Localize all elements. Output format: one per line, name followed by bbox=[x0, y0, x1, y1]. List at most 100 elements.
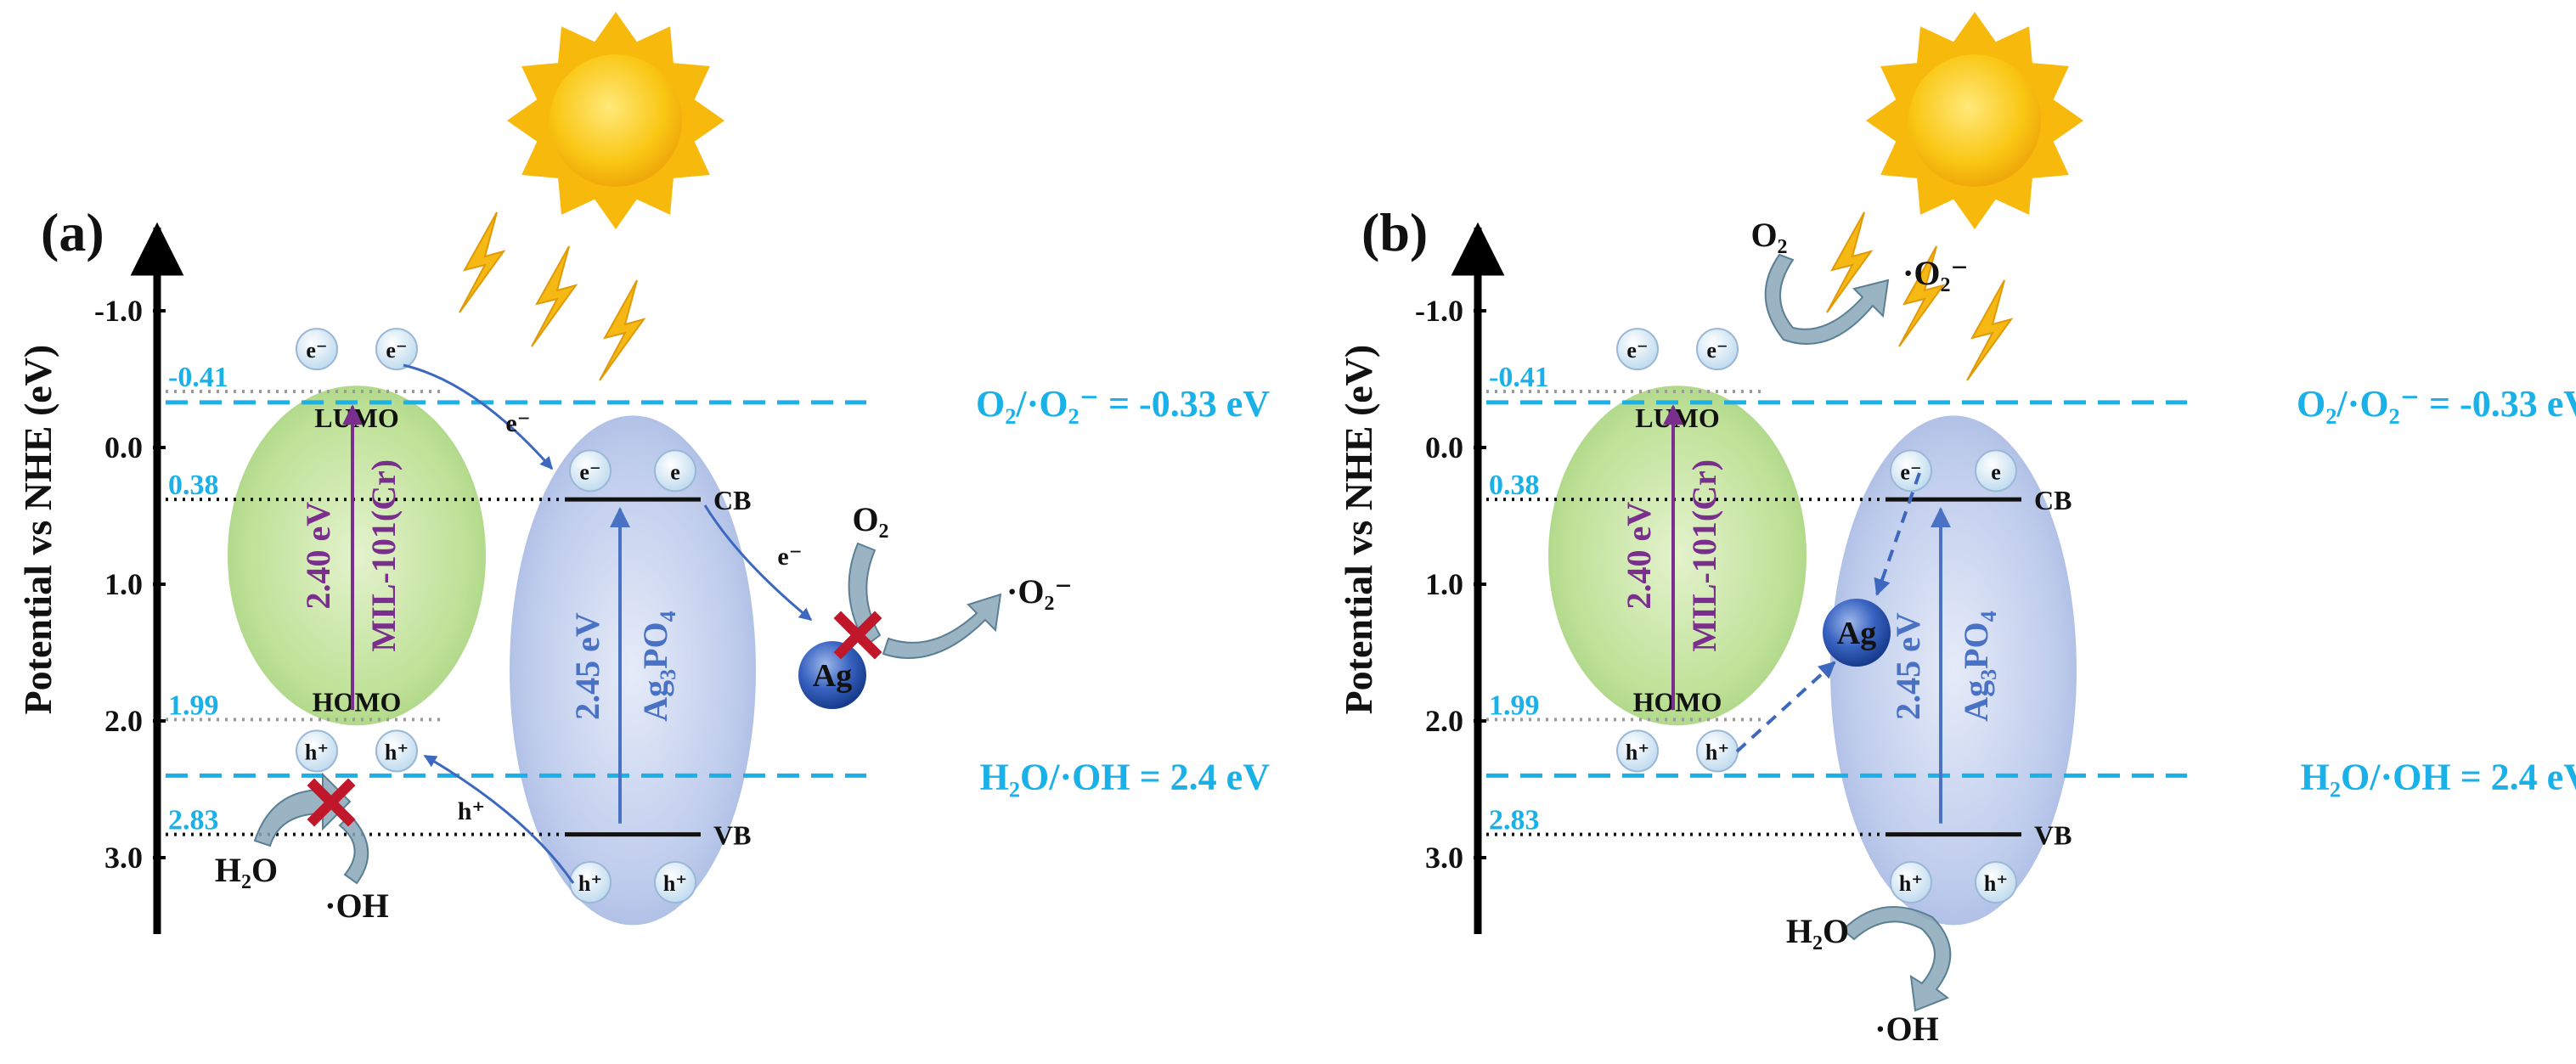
ag-gap-label: 2.45 eV bbox=[568, 612, 606, 720]
y-tick-label: 1.0 bbox=[1425, 567, 1463, 601]
lightning-icon bbox=[1966, 279, 2014, 381]
mil-name-label: MIL-101(Cr) bbox=[1685, 459, 1723, 652]
ag3po4-band-shape bbox=[510, 415, 756, 926]
sun-icon bbox=[1866, 12, 2083, 229]
mil-name-label: MIL-101(Cr) bbox=[364, 459, 403, 652]
lightning-icon bbox=[599, 279, 646, 381]
mil-electron-label: e⁻ bbox=[1626, 338, 1648, 363]
homo-label: HOMO bbox=[1633, 686, 1722, 717]
lightning-icon bbox=[1826, 211, 1874, 313]
ag-hole-label: h⁺ bbox=[1899, 871, 1923, 896]
mil-electron: e⁻ bbox=[375, 328, 418, 371]
mil101-band-shape bbox=[1548, 386, 1807, 726]
electron-transfer-label: e⁻ bbox=[505, 409, 530, 437]
ag-electron-label: e bbox=[1991, 459, 2001, 484]
mil-gap-label: 2.40 eV bbox=[1620, 502, 1658, 610]
mil-hole-label: h⁺ bbox=[305, 740, 329, 764]
lumo-label: LUMO bbox=[314, 403, 399, 433]
ag-hole: h⁺ bbox=[1890, 860, 1932, 904]
ag-hole: h⁺ bbox=[654, 860, 696, 904]
y-tick-label: 3.0 bbox=[1425, 841, 1463, 875]
mil-hole: h⁺ bbox=[296, 729, 338, 773]
value-vb: 2.83 bbox=[168, 805, 219, 836]
y-tick-label: -1.0 bbox=[1415, 294, 1463, 328]
hydroxyl-arrow bbox=[338, 813, 369, 885]
h2o-redox-label: H₂O/·OH = 2.4 eV bbox=[2301, 756, 2576, 797]
lightning-icon bbox=[531, 245, 578, 347]
mil-electron: e⁻ bbox=[296, 328, 338, 371]
y-tick-label: 2.0 bbox=[1425, 704, 1463, 738]
ag-nanoparticle-label: Ag bbox=[813, 658, 852, 694]
ag-electron: e⁻ bbox=[569, 449, 612, 493]
mil-hole-label: h⁺ bbox=[1626, 740, 1649, 764]
panel-label: (a) bbox=[41, 202, 104, 262]
o2-redox-label: O₂/·O₂⁻ = -0.33 eV bbox=[976, 383, 1270, 425]
lightning-icon bbox=[1898, 245, 1946, 347]
blocked-icon bbox=[833, 611, 882, 660]
y-tick-label: 2.0 bbox=[104, 704, 143, 738]
ag-nanoparticle: Ag bbox=[1823, 599, 1891, 667]
h2o-redox-label: H₂O/·OH = 2.4 eV bbox=[980, 756, 1271, 797]
ag-electron: e bbox=[654, 449, 696, 493]
hydroxyl-label: ·OH bbox=[1874, 1010, 1939, 1048]
blocked-icon bbox=[307, 778, 356, 827]
value-homo: 1.99 bbox=[1489, 690, 1540, 721]
ag-electron-label: e⁻ bbox=[579, 459, 600, 484]
value-cb: 0.38 bbox=[168, 470, 219, 501]
electron-to-ag-label: e⁻ bbox=[777, 543, 802, 571]
value-homo: 1.99 bbox=[168, 690, 219, 721]
electron-transfer-arrow bbox=[403, 363, 554, 470]
ag-to-hole-arrow bbox=[1735, 661, 1836, 753]
water-label: H₂O bbox=[1786, 912, 1849, 950]
y-tick-label: 0.0 bbox=[1425, 431, 1463, 464]
sun-icon bbox=[507, 12, 724, 229]
ag-electron: e bbox=[1975, 449, 2017, 493]
ag3po4-name-label: Ag3PO4 bbox=[636, 611, 680, 721]
y-tick-label: 0.0 bbox=[104, 431, 143, 464]
water-oxidation-arrow bbox=[1841, 906, 1952, 1012]
o2-label: O₂ bbox=[1750, 216, 1787, 254]
mil101-band-shape bbox=[228, 386, 486, 726]
mil-hole-label: h⁺ bbox=[1705, 740, 1729, 764]
value-lumo: -0.41 bbox=[168, 362, 228, 393]
y-axis-label: Potential vs NHE (eV) bbox=[16, 345, 59, 715]
mil-hole: h⁺ bbox=[375, 729, 418, 773]
mil-electron: e⁻ bbox=[1616, 328, 1659, 371]
electron-to-ag-arrow bbox=[703, 504, 813, 622]
mil-hole-label: h⁺ bbox=[385, 740, 409, 764]
mil-electron: e⁻ bbox=[1696, 328, 1739, 371]
superoxide-label: ·O₂⁻ bbox=[1902, 254, 1969, 292]
ag3po4-band-shape bbox=[1830, 415, 2077, 926]
vb-label: VB bbox=[713, 820, 751, 851]
ag-nanoparticle: Ag bbox=[798, 641, 866, 709]
mil-hole: h⁺ bbox=[1696, 729, 1739, 773]
lightning-icon bbox=[459, 211, 506, 313]
ag-hole: h⁺ bbox=[1975, 860, 2017, 904]
ag-nanoparticle-label: Ag bbox=[1837, 616, 1876, 651]
o2-label: O₂ bbox=[852, 500, 888, 538]
mil-gap-label: 2.40 eV bbox=[299, 502, 337, 610]
value-lumo: -0.41 bbox=[1489, 362, 1549, 393]
ag3po4-name-label: Ag3PO4 bbox=[1957, 611, 2001, 721]
cb-label: CB bbox=[2034, 485, 2072, 515]
mil-electron-label: e⁻ bbox=[386, 338, 407, 363]
mil-electron-label: e⁻ bbox=[1706, 338, 1728, 363]
ag-electron: e⁻ bbox=[1890, 449, 1932, 493]
mil-hole: h⁺ bbox=[1616, 729, 1659, 773]
value-vb: 2.83 bbox=[1489, 805, 1540, 836]
panel-a: (a)Potential vs NHE (eV)-1.00.01.02.03.0… bbox=[16, 12, 1270, 934]
y-tick-label: -1.0 bbox=[94, 294, 143, 328]
panel-label: (b) bbox=[1361, 202, 1428, 262]
ag-electron-label: e bbox=[670, 459, 680, 484]
y-tick-label: 3.0 bbox=[104, 841, 143, 875]
panel-b: (b)Potential vs NHE (eV)-1.00.01.02.03.0… bbox=[1337, 12, 2576, 1048]
o2-reduction-arrow bbox=[1764, 253, 1890, 345]
value-cb: 0.38 bbox=[1489, 470, 1540, 501]
hole-transfer-arrow bbox=[423, 754, 575, 884]
o2-redox-label: O₂/·O₂⁻ = -0.33 eV bbox=[2297, 383, 2576, 425]
superoxide-label: ·O₂⁻ bbox=[1006, 572, 1073, 611]
ag-gap-label: 2.45 eV bbox=[1889, 612, 1927, 720]
vb-label: VB bbox=[2034, 820, 2072, 851]
